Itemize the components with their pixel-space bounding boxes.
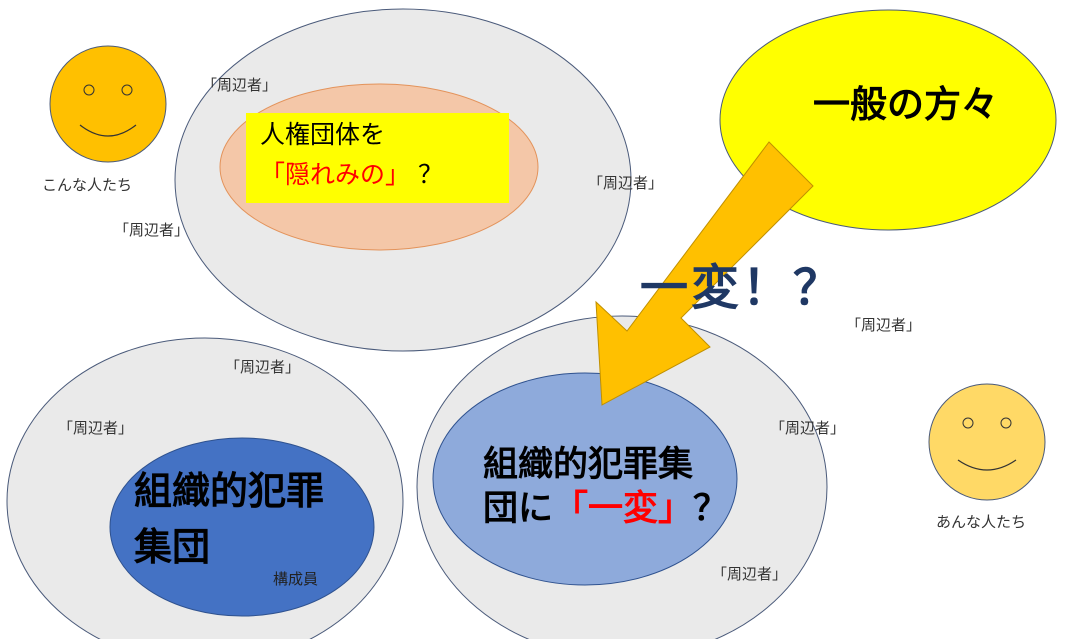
question-mark: ？ — [417, 160, 443, 189]
transformed-group-red: 「一変」 — [553, 489, 694, 529]
human-rights-line1: 人権団体を — [260, 120, 386, 149]
transformed-group-line1: 組織的犯罪集 — [483, 445, 694, 485]
smiley-face-left-icon — [49, 45, 167, 163]
transformed-group-ellipse — [432, 372, 738, 586]
criminal-group-line1: 組織的犯罪 — [134, 469, 325, 513]
criminal-group-ellipse — [109, 437, 375, 617]
transformed-group-line2: 団に「一変」？ — [483, 480, 728, 531]
periphery-label-top: 「周辺者」 — [202, 76, 278, 94]
transformed-group-suffix: ？ — [693, 489, 729, 529]
transformation-arrow — [595, 141, 814, 406]
left-people-caption: こんな人たち — [42, 176, 133, 194]
human-rights-text-box: 人権団体を 「隠れみの」 ？ — [246, 113, 509, 203]
hiding-cover-text: 「隠れみの」 — [260, 160, 411, 189]
periphery-label-bottom-right-bottom: 「周辺者」 — [712, 565, 788, 583]
transformation-label: 一変！？ — [640, 260, 845, 316]
general-public-ellipse — [719, 9, 1057, 231]
periphery-label-top-right: 「周辺者」 — [588, 174, 664, 192]
periphery-label-bottom-right-side: 「周辺者」 — [770, 419, 846, 437]
periphery-label-top-left: 「周辺者」 — [114, 221, 190, 239]
periphery-label-floating-right: 「周辺者」 — [846, 316, 922, 334]
human-rights-line2: 「隠れみの」 ？ — [260, 155, 501, 195]
transformed-group-prefix: 団に — [483, 489, 554, 529]
general-public-label: 一般の方々 — [813, 83, 998, 126]
smiley-face-right-icon — [928, 383, 1046, 501]
right-people-caption: あんな人たち — [936, 513, 1027, 531]
member-label: 構成員 — [273, 570, 319, 588]
criminal-group-line2: 集団 — [134, 525, 211, 569]
periphery-label-bottom-left-side: 「周辺者」 — [58, 419, 134, 437]
periphery-label-bottom-left-top: 「周辺者」 — [225, 358, 301, 376]
